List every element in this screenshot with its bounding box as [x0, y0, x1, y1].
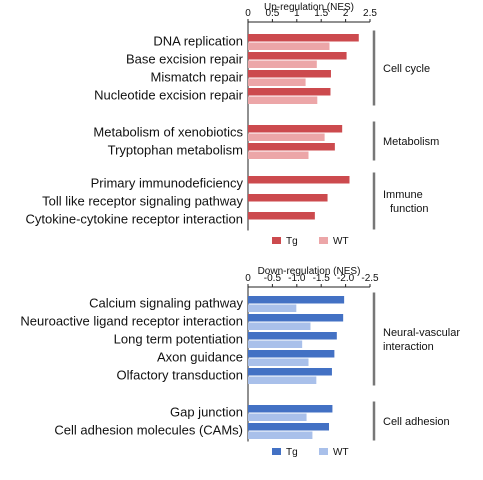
bar-tg	[248, 368, 332, 376]
legend-label: Tg	[286, 447, 298, 458]
bar-tg	[248, 125, 343, 133]
category-label: Neuroactive ligand receptor interaction	[20, 314, 243, 329]
bar-tg	[248, 143, 335, 151]
legend-label: WT	[333, 447, 349, 458]
x-tick-label: 1.5	[314, 8, 328, 19]
bar-tg	[248, 405, 333, 413]
category-label: Mismatch repair	[151, 70, 244, 85]
x-tick-label: -2.0	[337, 273, 355, 284]
bar-tg	[248, 332, 337, 340]
bar-wt	[248, 322, 311, 330]
category-label: Calcium signaling pathway	[89, 296, 243, 311]
category-label: Primary immunodeficiency	[91, 176, 244, 191]
category-label: Cell adhesion molecules (CAMs)	[54, 423, 243, 438]
legend-label: Tg	[286, 236, 298, 247]
group-label: Immune	[383, 189, 423, 201]
legend-swatch-tg	[272, 237, 281, 244]
bar-wt	[248, 413, 307, 421]
bar-wt	[248, 133, 325, 141]
x-tick-label: -1.0	[288, 273, 306, 284]
bar-tg	[248, 176, 350, 184]
bar-wt	[248, 431, 313, 439]
category-label: Toll like receptor signaling pathway	[42, 194, 243, 209]
legend-swatch-wt	[319, 448, 328, 455]
category-label: Olfactory transduction	[117, 368, 243, 383]
chart-title: Down-regulation (NES)	[258, 266, 361, 277]
bar-wt	[248, 96, 318, 104]
bar-tg	[248, 423, 330, 431]
bar-wt	[248, 60, 317, 68]
x-tick-label: -2.5	[361, 273, 379, 284]
x-tick-label: 0.5	[265, 8, 279, 19]
group-label: Cell cycle	[383, 63, 430, 75]
bar-tg	[248, 350, 335, 358]
legend-label: WT	[333, 236, 349, 247]
x-tick-label: 0	[245, 8, 251, 19]
x-tick-label: 2.5	[363, 8, 377, 19]
category-label: Cytokine-cytokine receptor interaction	[26, 212, 244, 227]
category-label: Long term potentiation	[114, 332, 243, 347]
bar-tg	[248, 296, 345, 304]
bar-tg	[248, 34, 359, 42]
bar-wt	[248, 78, 306, 86]
group-label: function	[390, 203, 429, 215]
category-label: Gap junction	[170, 405, 243, 420]
bar-wt	[248, 304, 297, 312]
legend-swatch-wt	[319, 237, 328, 244]
bar-tg	[248, 194, 328, 202]
bar-tg	[248, 70, 331, 78]
group-label: Neural-vascular	[383, 327, 460, 339]
group-label: Cell adhesion	[383, 416, 450, 428]
bar-tg	[248, 52, 347, 60]
x-tick-label: 1	[294, 8, 300, 19]
bar-tg	[248, 314, 344, 322]
group-label: interaction	[383, 341, 434, 353]
bar-wt	[248, 151, 309, 159]
category-label: Tryptophan metabolism	[108, 143, 243, 158]
bar-tg	[248, 212, 315, 220]
category-label: Base excision repair	[126, 52, 244, 67]
category-label: Metabolism of xenobiotics	[93, 125, 243, 140]
category-label: DNA replication	[153, 34, 243, 49]
category-label: Axon guidance	[157, 350, 243, 365]
x-tick-label: 0	[245, 273, 251, 284]
bar-wt	[248, 376, 317, 384]
chart-title: Up-regulation (NES)	[264, 2, 354, 13]
bar-tg	[248, 88, 331, 96]
x-tick-label: 2	[343, 8, 349, 19]
bar-wt	[248, 358, 309, 366]
bar-wt	[248, 42, 330, 50]
x-tick-label: -1.5	[313, 273, 331, 284]
legend-swatch-tg	[272, 448, 281, 455]
group-label: Metabolism	[383, 136, 439, 148]
category-label: Nucleotide excision repair	[94, 88, 244, 103]
bar-wt	[248, 340, 303, 348]
x-tick-label: -0.5	[264, 273, 282, 284]
